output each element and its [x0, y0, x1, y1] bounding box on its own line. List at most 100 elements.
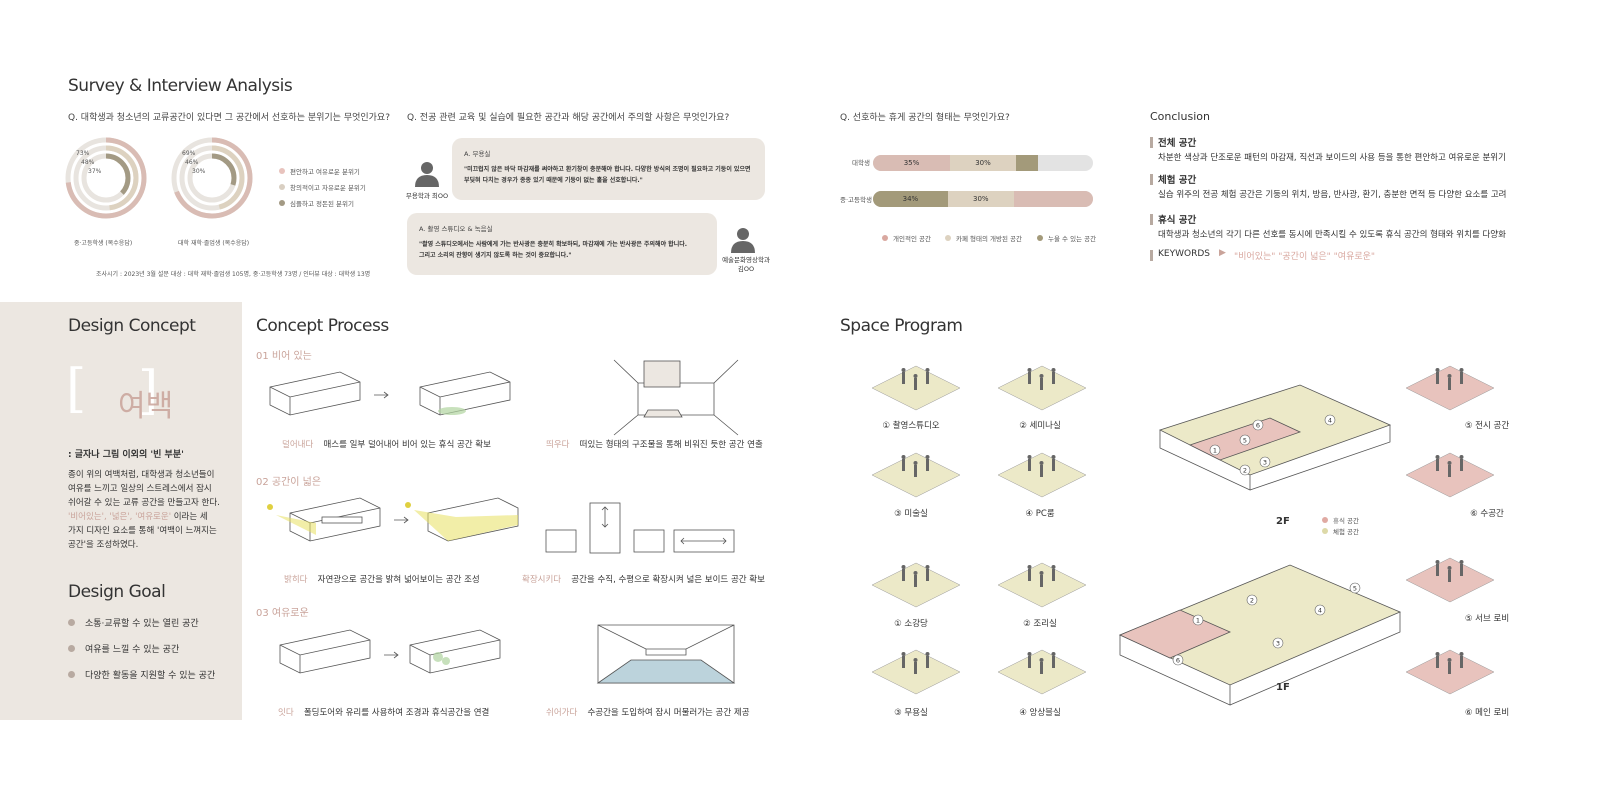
figure-silhouette — [902, 569, 905, 581]
figure-head — [1447, 461, 1452, 465]
bar1-category: 대학생 — [852, 159, 870, 167]
figure-silhouette — [902, 372, 905, 384]
bar-seg: 35% — [873, 155, 950, 171]
room-number: 4 — [1318, 607, 1322, 615]
room-number-marker — [1192, 614, 1204, 626]
conclusion-t2: 실습 위주의 전공 체험 공간은 기둥의 위치, 방음, 반사광, 환기, 충분… — [1158, 190, 1507, 200]
figure-head — [901, 565, 906, 569]
yeobaek-graphic: [ ] 여백 — [66, 359, 173, 424]
donut-arc — [187, 153, 237, 203]
room-label: ⑥ 메인 로비 — [1464, 708, 1510, 718]
room-label: ④ PC룸 — [1025, 509, 1055, 519]
figure-silhouette — [1040, 575, 1043, 587]
figure-head — [1027, 368, 1032, 372]
figure-silhouette — [1436, 372, 1439, 384]
svg-text:[: [ — [66, 359, 86, 419]
room-label: ② 세미나실 — [1019, 421, 1061, 431]
figure-silhouette — [1040, 662, 1043, 674]
room-label: ④ 앙상블실 — [1019, 708, 1061, 718]
floor-plan-shape — [1119, 612, 1401, 706]
room-number: 1 — [1213, 447, 1217, 455]
process-step-3: 03 여유로운 — [256, 608, 309, 619]
room-label: ⑥ 수공간 — [1470, 509, 1504, 519]
concept-subtitle: : 글자나 그림 이외의 '빈 부분' — [68, 450, 184, 460]
room-number-marker — [1349, 582, 1361, 594]
floor-1-label: 1F — [1276, 682, 1290, 693]
room-number: 3 — [1263, 459, 1267, 467]
room-label: ③ 무용실 — [894, 708, 928, 718]
conclusion-h1: 전체 공간 — [1158, 138, 1197, 149]
figure-head — [1435, 455, 1440, 459]
caption-3: 밝히다 자연광으로 공간을 밝혀 넓어보이는 공간 조성 — [284, 575, 480, 585]
room-label: ① 촬영스튜디오 — [882, 421, 940, 431]
donut-arc — [179, 145, 245, 211]
figure-silhouette — [1460, 459, 1463, 471]
room-number: 5 — [1353, 585, 1357, 593]
process-step-1: 01 비어 있는 — [256, 351, 312, 362]
floor-2-label: 2F — [1276, 516, 1290, 527]
svg-text:]: ] — [138, 361, 158, 421]
figure-head — [1039, 374, 1044, 378]
figure-silhouette — [1052, 459, 1055, 471]
goal-item: 소통·교류할 수 있는 열린 공간 — [68, 616, 199, 629]
caption-1: 덜어내다 매스를 일부 덜어내어 비어 있는 휴식 공간 확보 — [282, 440, 491, 450]
figure-head — [1459, 560, 1464, 564]
room-number-marker — [1209, 444, 1221, 456]
program-title: Space Program — [840, 316, 963, 336]
figure-head — [1459, 455, 1464, 459]
interviewee-1: 무용학과 최OO — [405, 192, 449, 200]
floor-plan-shape — [1159, 425, 1391, 491]
conclusion-title: Conclusion — [1150, 110, 1210, 123]
figure-silhouette — [1040, 378, 1043, 390]
bar2-category: 중·고등학생 — [840, 196, 872, 204]
room-number-marker — [1272, 637, 1284, 649]
figure-silhouette — [1040, 465, 1043, 477]
figure-head — [925, 565, 930, 569]
donut-charts — [65, 137, 253, 219]
room-number-marker — [1239, 464, 1251, 476]
donut-legend-1: 편안하고 여유로운 분위기 — [279, 166, 360, 176]
figure-head — [913, 461, 918, 465]
figure-silhouette — [1028, 459, 1031, 471]
room-number: 6 — [1176, 657, 1180, 665]
bar-seg: 34% — [873, 191, 948, 207]
figure-head — [901, 368, 906, 372]
figure-silhouette — [926, 569, 929, 581]
figure-head — [1051, 455, 1056, 459]
figure-silhouette — [1052, 569, 1055, 581]
figure-silhouette — [914, 378, 917, 390]
figure-silhouette — [1052, 656, 1055, 668]
bar-seg — [1016, 155, 1038, 171]
room-number-marker — [1314, 604, 1326, 616]
person-icon — [731, 228, 755, 253]
figure-head — [1051, 652, 1056, 656]
figure-silhouette — [1052, 372, 1055, 384]
figure-head — [1459, 368, 1464, 372]
room-label: ⑤ 전시 공간 — [1464, 421, 1510, 431]
figure-head — [901, 652, 906, 656]
figure-silhouette — [914, 662, 917, 674]
process-step-2: 02 공간이 넓은 — [256, 477, 322, 488]
figure-head — [1051, 565, 1056, 569]
figure-silhouette — [1448, 465, 1451, 477]
process-title: Concept Process — [256, 316, 389, 336]
figure-head — [1027, 455, 1032, 459]
goal-title: Design Goal — [68, 582, 166, 602]
donut2-values: 69%46%30% — [182, 150, 206, 175]
donut-arc — [73, 145, 139, 211]
room-number: 4 — [1328, 417, 1332, 425]
keywords: "비어있는" "공간이 넓은" "여유로운" — [1234, 252, 1376, 262]
caption-4: 확장시키다 공간을 수직, 수평으로 확장시켜 넓은 보이드 공간 확보 — [522, 575, 765, 585]
bar-row-2: 34% 30% — [873, 191, 1093, 207]
figure-head — [1459, 652, 1464, 656]
figure-silhouette — [914, 575, 917, 587]
goal-item: 여유를 느낄 수 있는 공간 — [68, 642, 179, 655]
room-label: ③ 미술실 — [894, 509, 928, 519]
conclusion-t3: 대학생과 청소년의 각기 다른 선호를 동시에 만족시킬 수 있도록 휴식 공간… — [1158, 230, 1506, 240]
room-label: ① 소강당 — [894, 619, 928, 629]
figure-head — [913, 374, 918, 378]
room-number: 6 — [1256, 422, 1260, 430]
concept-panel — [0, 302, 242, 720]
figure-silhouette — [1028, 372, 1031, 384]
goal-item: 다양한 활동을 지원할 수 있는 공간 — [68, 668, 215, 681]
